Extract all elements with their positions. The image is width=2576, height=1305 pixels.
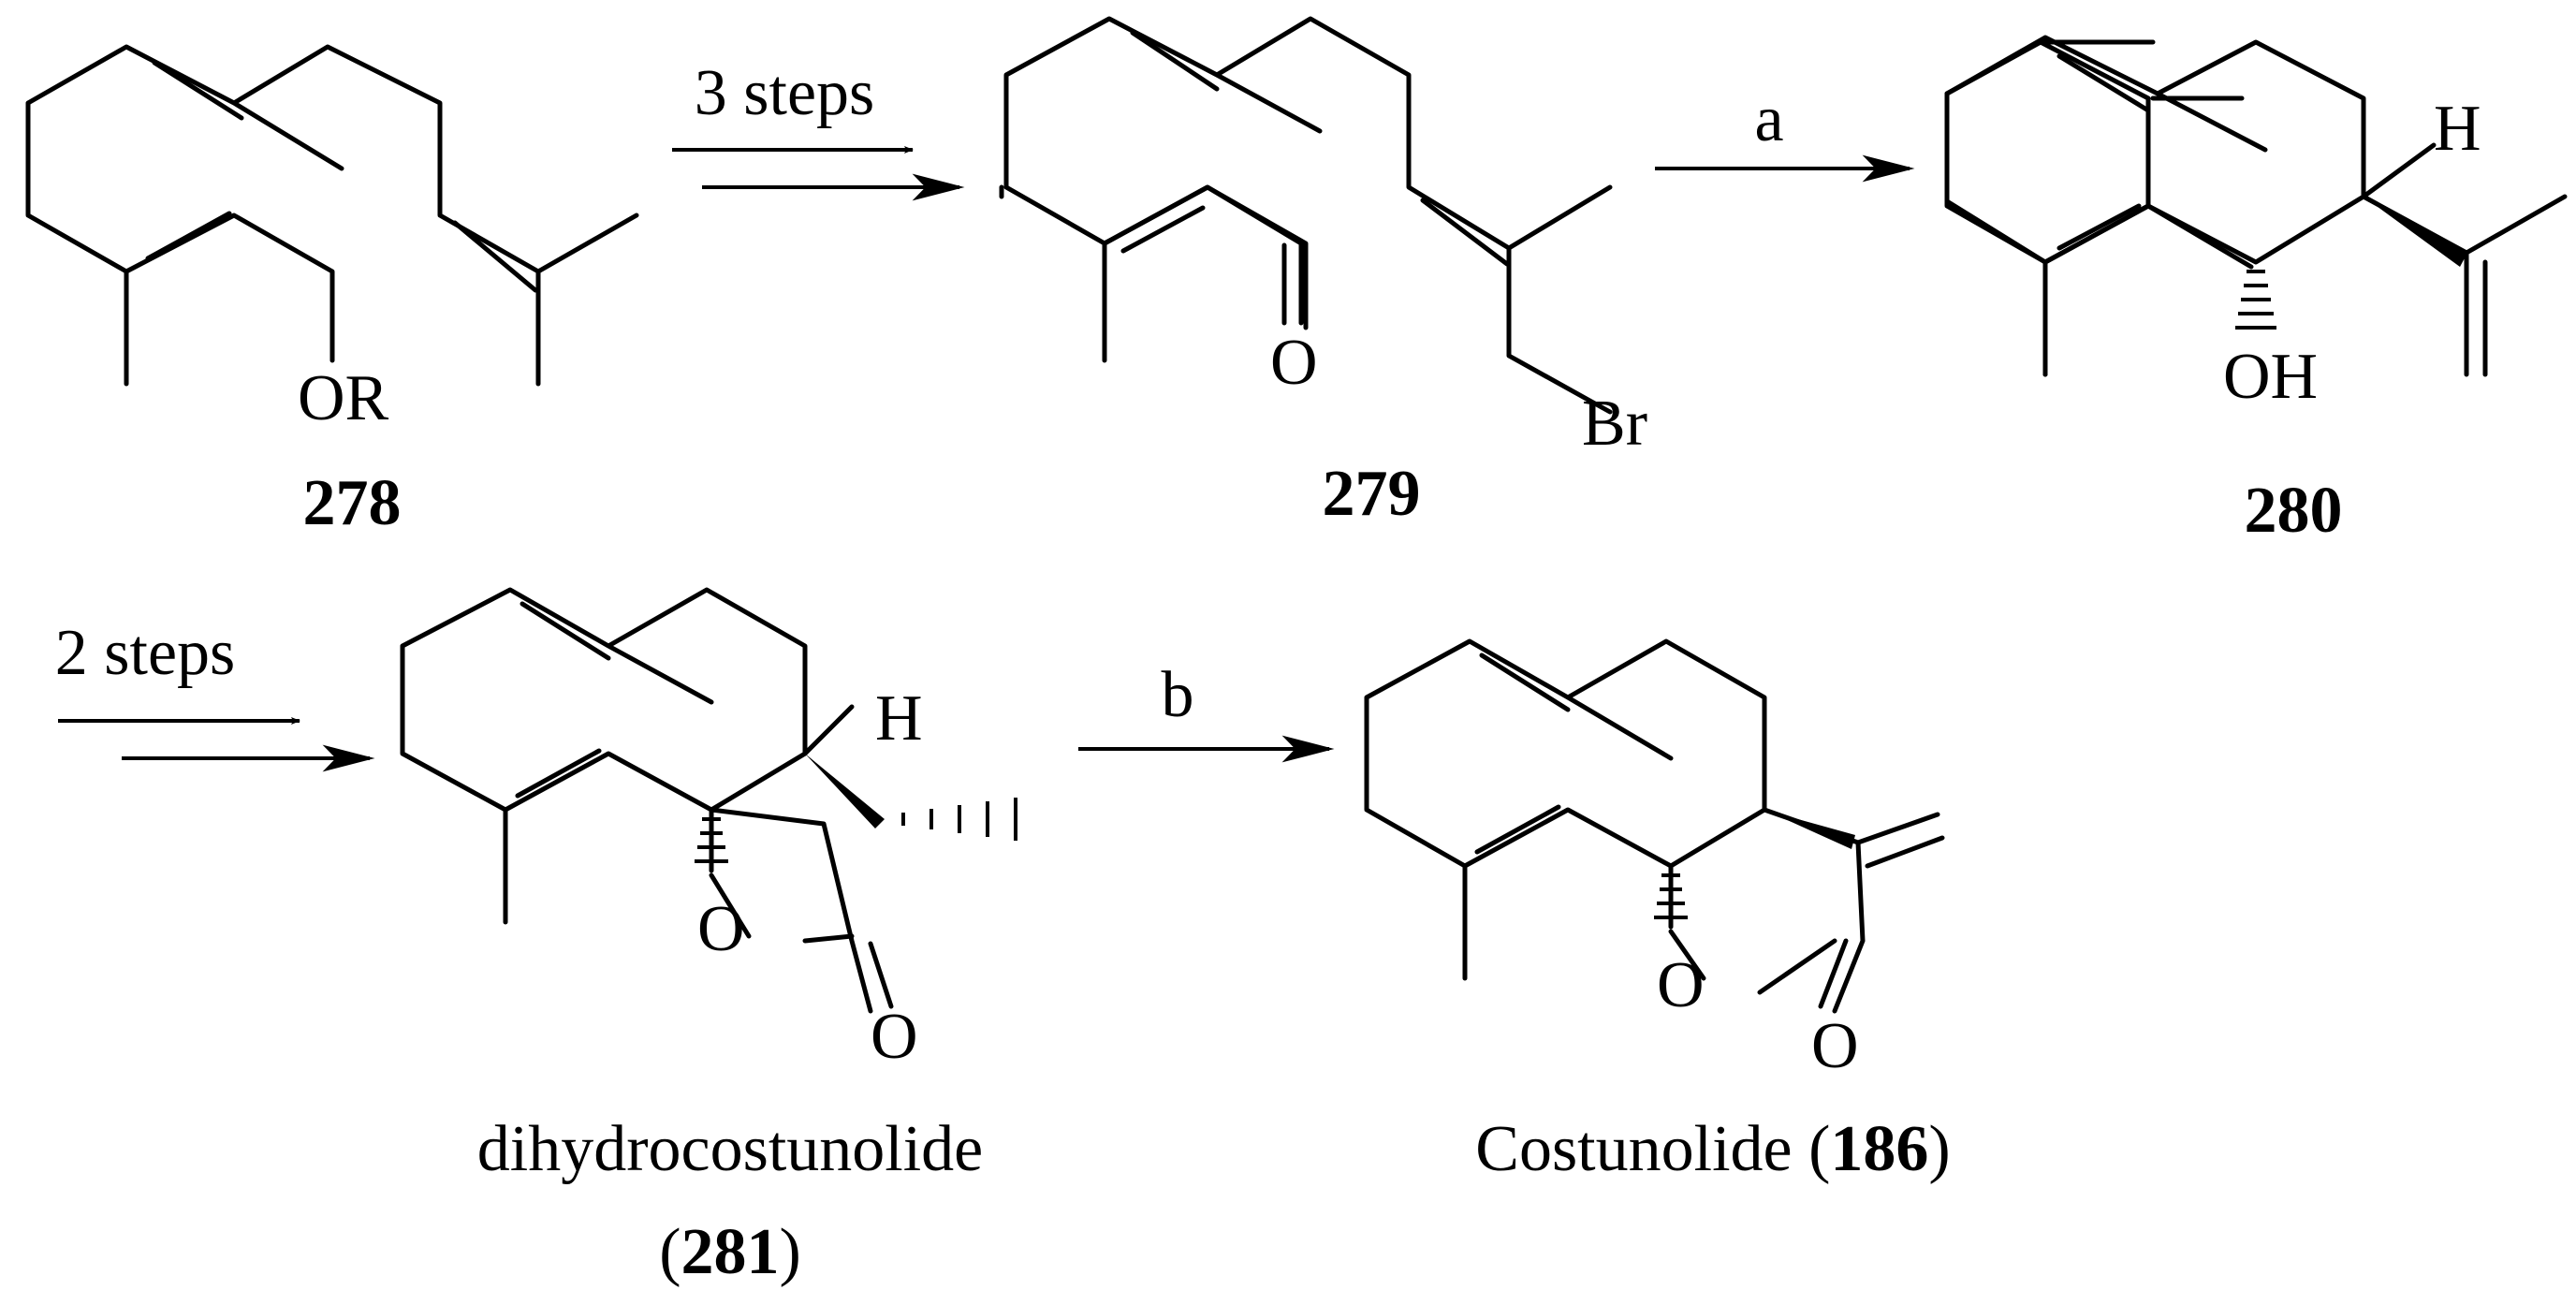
compound-label-186: Costunolide (186)	[1475, 1113, 1950, 1185]
hash-bond-281	[695, 817, 728, 863]
atom-h-280: H	[2434, 93, 2481, 165]
compound-number-186: 186	[1830, 1113, 1928, 1185]
arrow-label-b: b	[1162, 659, 1194, 731]
wedge-bond-280	[2364, 197, 2466, 267]
compound-279: O Br 279	[999, 16, 1647, 530]
double-bonds-278	[145, 60, 538, 293]
compound-label-281: (281)	[659, 1216, 801, 1288]
ring-280	[1944, 35, 2568, 377]
skeleton-279	[1003, 16, 1613, 415]
lactone-281	[709, 872, 855, 944]
arrow-label-a: a	[1754, 83, 1783, 155]
double-bonds-279	[1120, 30, 1510, 326]
compound-name-186: Costunolide	[1475, 1113, 1792, 1185]
arrow-label-2-steps: 2 steps	[55, 617, 236, 689]
paren-close-281: )	[780, 1216, 801, 1288]
arrow-2-steps: 2 steps	[55, 617, 375, 772]
atom-o-ring-186: O	[1657, 949, 1705, 1021]
hash-methyl-281	[901, 798, 1017, 841]
atom-o-279: O	[1270, 327, 1318, 399]
atom-o-carbonyl-281: O	[871, 1001, 918, 1073]
double-bonds-280	[2056, 53, 2488, 377]
atom-oh-280: OH	[2223, 341, 2318, 413]
arrow-3-steps: 3 steps	[672, 57, 965, 201]
compound-280: H OH 280	[1944, 35, 2568, 547]
atom-h-281: H	[875, 682, 923, 755]
wedge-bond-281	[805, 754, 885, 828]
atom-o-carbonyl-186: O	[1811, 1010, 1859, 1082]
atom-br-279: Br	[1582, 388, 1647, 460]
hash-bond-186	[1654, 873, 1688, 919]
wedge-h-280	[2361, 142, 2437, 199]
compound-278: OR 278	[25, 44, 639, 539]
arrow-b: b	[1078, 659, 1335, 763]
paren-open-281: (	[659, 1216, 681, 1288]
paren-open-186: (	[1808, 1113, 1830, 1185]
lactone-186	[1668, 929, 1837, 995]
compound-number-281: 281	[681, 1216, 780, 1288]
ring-281	[400, 587, 873, 1014]
arrow-a: a	[1655, 83, 1915, 183]
compound-number-278: 278	[303, 467, 402, 539]
compound-number-279: 279	[1323, 458, 1421, 530]
paren-close-186: )	[1928, 1113, 1950, 1185]
bond-h-281	[802, 704, 855, 756]
double-bonds-186	[1474, 652, 1945, 1009]
compound-number-280: 280	[2245, 475, 2343, 547]
atom-o-ring-281: O	[697, 893, 745, 965]
compound-name-281: dihydrocostunolide	[477, 1113, 983, 1185]
arrow-label-3-steps: 3 steps	[695, 57, 875, 129]
compound-186: O O Costunolide (186)	[1364, 638, 1951, 1185]
atom-or-278: OR	[298, 362, 389, 434]
bonds-280	[1944, 39, 2254, 377]
compound-281: H O O dihydrocostunolide (281)	[400, 587, 1017, 1288]
hash-bond-oh-280	[2235, 270, 2276, 330]
spacer-186	[1793, 1113, 1809, 1185]
bonds-278	[25, 44, 639, 387]
wedge-bond-186	[1764, 810, 1855, 849]
double-bonds-281	[515, 601, 894, 1009]
ring-186	[1364, 638, 1940, 1014]
